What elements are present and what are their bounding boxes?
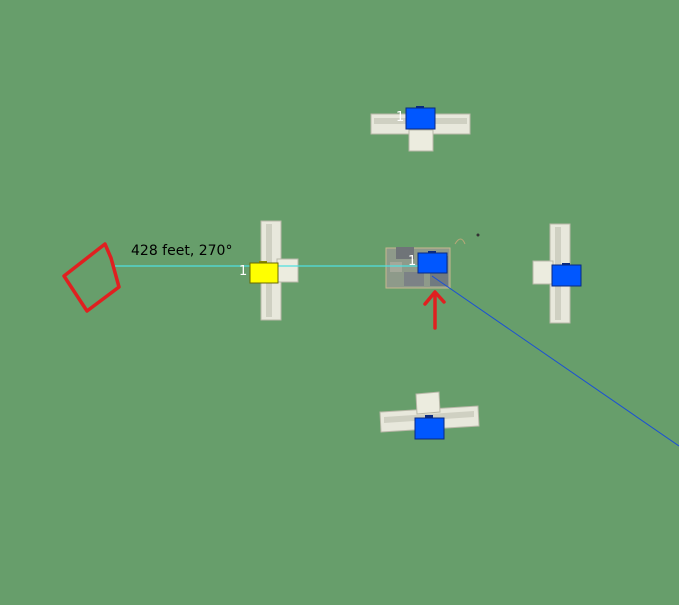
annotation-polygon[interactable] xyxy=(62,242,121,313)
measurement-label: 428 feet, 270° xyxy=(131,243,233,259)
unit-west-number: 1 xyxy=(239,264,248,279)
annotation-arrow-icon[interactable] xyxy=(423,290,446,330)
unit-east[interactable] xyxy=(551,263,582,287)
unit-center[interactable] xyxy=(417,251,448,274)
unit-center-number: 1 xyxy=(408,254,417,269)
unit-north-number: 1 xyxy=(396,110,405,125)
heading-line xyxy=(431,275,679,447)
unit-north[interactable] xyxy=(405,106,436,130)
unit-west-selected[interactable] xyxy=(249,261,279,284)
unit-south[interactable] xyxy=(414,415,445,440)
